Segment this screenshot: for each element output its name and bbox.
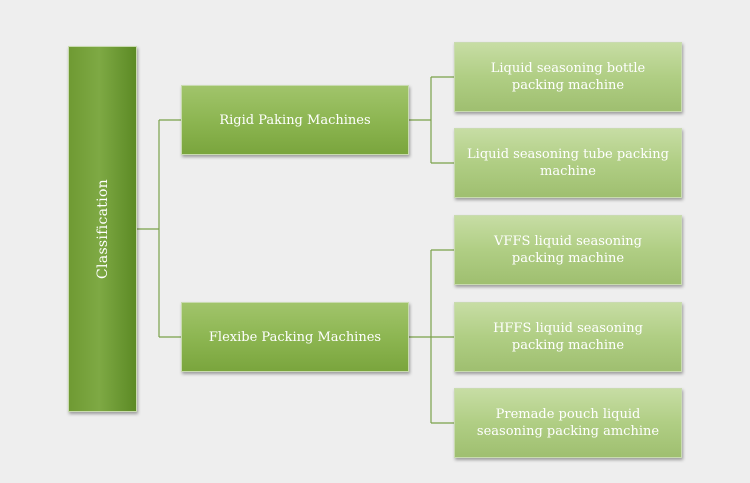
premade-pouch-packing-machine-node: Premade pouch liquid seasoning packing a…	[454, 388, 682, 458]
root-label: Classification	[94, 179, 111, 279]
flexible-packing-machines-node: Flexibe Packing Machines	[181, 302, 409, 372]
leaf-label-bottle: Liquid seasoning bottle packing machine	[490, 61, 646, 93]
branch-label-rigid: Rigid Paking Machines	[219, 112, 371, 128]
bottle-packing-machine-node: Liquid seasoning bottle packing machine	[454, 42, 682, 112]
connector-flex-to-leaves	[409, 249, 454, 424]
connector-rigid-to-leaves	[409, 76, 454, 164]
hffs-packing-machine-node: HFFS liquid seasoning packing machine	[454, 302, 682, 372]
tube-packing-machine-node: Liquid seasoning tube packing machine	[454, 128, 682, 198]
classification-root-node: Classification	[68, 46, 137, 412]
leaf-label-tube: Liquid seasoning tube packing machine	[467, 147, 669, 179]
leaf-label-premade-pouch: Premade pouch liquid seasoning packing a…	[476, 407, 660, 439]
connector-root-to-branches	[137, 119, 181, 338]
branch-label-flexible: Flexibe Packing Machines	[208, 329, 382, 345]
rigid-packing-machines-node: Rigid Paking Machines	[181, 85, 409, 155]
vffs-packing-machine-node: VFFS liquid seasoning packing machine	[454, 215, 682, 285]
leaf-label-hffs: HFFS liquid seasoning packing machine	[493, 321, 643, 353]
leaf-label-vffs: VFFS liquid seasoning packing machine	[494, 234, 642, 266]
